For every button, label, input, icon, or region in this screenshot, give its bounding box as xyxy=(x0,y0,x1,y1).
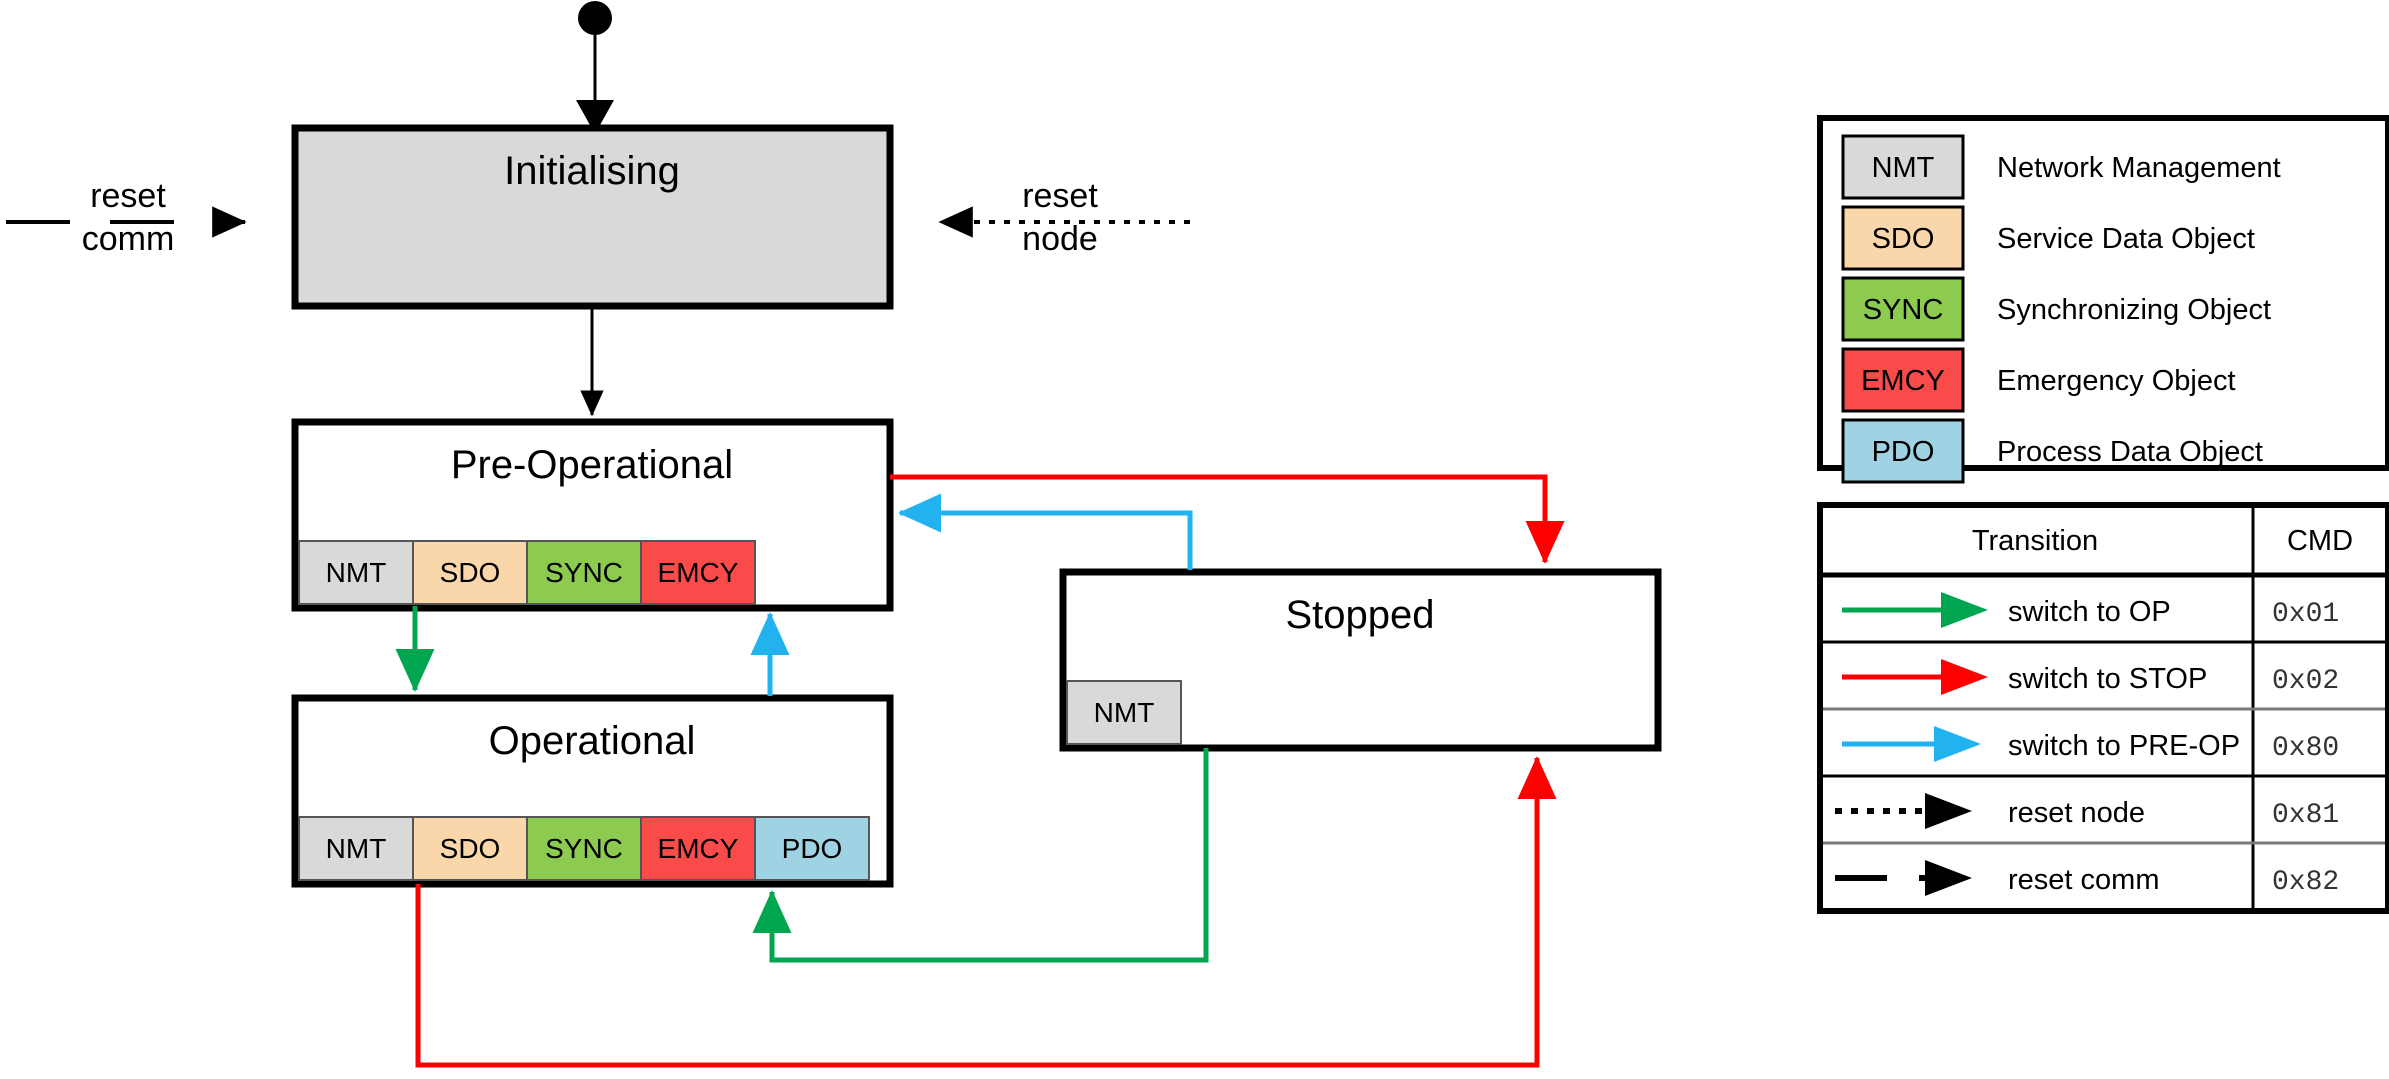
state-operational[interactable]: Operational NMT SDO SYNC EMCY PDO xyxy=(291,694,894,888)
edge-start-to-initialising-arrowhead xyxy=(576,100,614,134)
edge-reset-comm-label-line2: comm xyxy=(82,220,175,258)
legend-description-emcy: Emergency Object xyxy=(1997,365,2236,397)
legend-description-nmt: Network Management xyxy=(1997,152,2281,184)
state-stopped-label: Stopped xyxy=(1285,593,1434,637)
legend-description-pdo: Process Data Object xyxy=(1997,436,2263,468)
edge-operational-to-stopped-red xyxy=(415,755,1557,1068)
legend-swatch-pdo xyxy=(1841,418,1965,484)
transition-cmd-switch-to-pre-op: 0x80 xyxy=(2272,733,2339,764)
state-pre-operational[interactable]: Pre-Operational NMT SDO SYNC EMCY xyxy=(291,418,894,612)
transition-sample-arrowhead-switch-to-pre-op xyxy=(1934,726,1981,762)
transition-table-row[interactable]: switch to STOP 0x02 xyxy=(1842,659,2339,697)
service-chip-sync-label: SYNC xyxy=(545,557,623,588)
legend-swatch-sync xyxy=(1841,276,1965,342)
legend-key-sdo: SDO xyxy=(1872,223,1935,255)
service-chip-nmt[interactable] xyxy=(298,540,414,605)
service-chip-sync-label: SYNC xyxy=(545,833,623,864)
state-initialising[interactable]: Initialising xyxy=(291,124,894,310)
legend-panel: NMT Network Management SDO Service Data … xyxy=(1817,115,2389,484)
legend-swatch-nmt xyxy=(1841,134,1965,200)
service-chip-nmt-label: NMT xyxy=(326,557,387,588)
transition-label-switch-to-stop: switch to STOP xyxy=(2008,663,2207,695)
transition-table-row[interactable]: switch to PRE-OP 0x80 xyxy=(1842,726,2339,764)
edge-stopped-to-preop-blue xyxy=(897,493,1193,570)
transition-cmd-reset-comm: 0x82 xyxy=(2272,867,2339,898)
state-pre-operational-label: Pre-Operational xyxy=(451,443,733,487)
transition-cmd-switch-to-op: 0x01 xyxy=(2272,599,2339,630)
edge-reset-comm-label-line1: reset xyxy=(90,177,166,215)
service-chip-sdo-label: SDO xyxy=(440,833,501,864)
edge-reset-node: reset node xyxy=(938,177,1190,258)
state-initialising-box[interactable] xyxy=(291,124,894,310)
state-operational-services: NMT SDO SYNC EMCY PDO xyxy=(298,816,870,881)
service-chip-sdo[interactable] xyxy=(412,540,528,605)
service-chip-nmt-label: NMT xyxy=(326,833,387,864)
legend-description-sync: Synchronizing Object xyxy=(1997,294,2271,326)
transition-sample-arrowhead-switch-to-op xyxy=(1941,592,1988,628)
edge-reset-node-label-line1: reset xyxy=(1022,177,1098,215)
legend-key-emcy: EMCY xyxy=(1861,365,1945,397)
transition-label-switch-to-pre-op: switch to PRE-OP xyxy=(2008,730,2240,762)
state-initialising-label: Initialising xyxy=(504,149,680,193)
transition-label-reset-comm: reset comm xyxy=(2008,864,2159,896)
service-chip-emcy-label: EMCY xyxy=(658,833,739,864)
legend-swatch-sdo xyxy=(1841,205,1965,271)
transition-table-header-transition: Transition xyxy=(1972,525,2098,557)
transition-table-header-cmd: CMD xyxy=(2287,525,2353,557)
service-chip-pdo-label: PDO xyxy=(782,833,843,864)
service-chip-pdo[interactable] xyxy=(754,816,870,881)
transition-label-reset-node: reset node xyxy=(2008,797,2145,829)
transition-cmd-reset-node: 0x81 xyxy=(2272,800,2339,831)
state-pre-operational-services: NMT SDO SYNC EMCY xyxy=(298,540,756,605)
service-chip-sdo-label: SDO xyxy=(440,557,501,588)
initial-state-dot xyxy=(578,1,612,35)
state-stopped[interactable]: Stopped NMT xyxy=(1059,568,1662,752)
edge-preop-to-stopped-red xyxy=(890,474,1565,565)
transition-sample-arrowhead-reset-comm xyxy=(1925,860,1972,896)
service-chip-emcy[interactable] xyxy=(640,540,756,605)
transition-table-row[interactable]: switch to OP 0x01 xyxy=(1842,592,2339,630)
transition-sample-arrowhead-switch-to-stop xyxy=(1941,659,1988,695)
edge-reset-comm: reset comm xyxy=(6,177,247,258)
transition-table-row[interactable]: reset comm 0x82 xyxy=(1835,860,2339,898)
transition-cmd-switch-to-stop: 0x02 xyxy=(2272,666,2339,697)
transition-sample-arrowhead-reset-node xyxy=(1925,793,1972,829)
edge-reset-node-label-line2: node xyxy=(1022,220,1098,258)
edge-stopped-to-operational-green xyxy=(752,748,1209,963)
legend-key-pdo: PDO xyxy=(1872,436,1935,468)
legend-key-nmt: NMT xyxy=(1872,152,1935,184)
service-chip-sync[interactable] xyxy=(526,816,642,881)
transition-table: Transition CMD switch to OP 0x01 switch … xyxy=(1817,502,2389,914)
legend-description-sdo: Service Data Object xyxy=(1997,223,2255,255)
state-stopped-services: NMT xyxy=(1066,680,1182,745)
service-chip-nmt[interactable] xyxy=(1066,680,1182,745)
service-chip-emcy[interactable] xyxy=(640,816,756,881)
service-chip-sdo[interactable] xyxy=(412,816,528,881)
service-chip-nmt-label: NMT xyxy=(1094,697,1155,728)
state-operational-label: Operational xyxy=(489,719,696,763)
transition-table-row[interactable]: reset node 0x81 xyxy=(1835,793,2339,831)
service-chip-emcy-label: EMCY xyxy=(658,557,739,588)
legend-key-sync: SYNC xyxy=(1863,294,1944,326)
legend-swatch-emcy xyxy=(1841,347,1965,413)
transition-label-switch-to-op: switch to OP xyxy=(2008,596,2171,628)
